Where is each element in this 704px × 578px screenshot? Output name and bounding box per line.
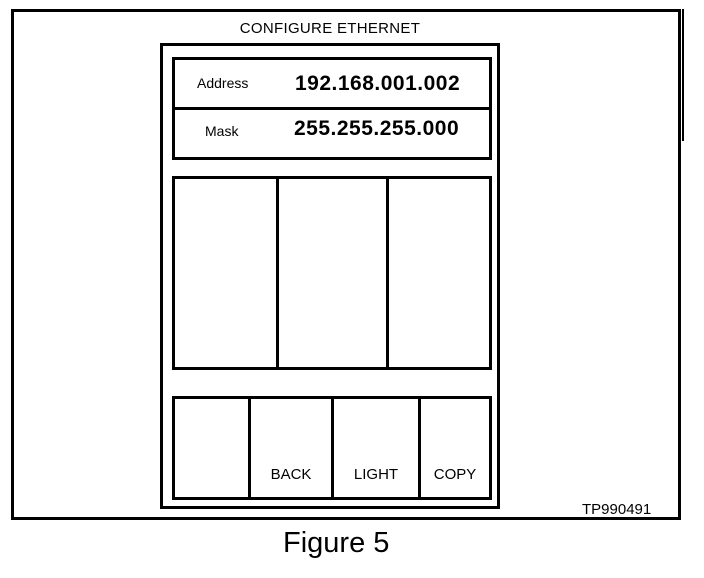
panel-left[interactable] <box>175 179 276 367</box>
panel-divider <box>386 179 389 367</box>
figure-id: TP990491 <box>582 501 652 518</box>
button-divider <box>248 399 251 497</box>
button-divider <box>331 399 334 497</box>
blank-button[interactable] <box>175 399 248 497</box>
panel-right[interactable] <box>389 179 489 367</box>
figure-frame <box>11 9 681 520</box>
panel-divider <box>276 179 279 367</box>
device-screen <box>160 43 500 509</box>
mask-value[interactable]: 255.255.255.000 <box>294 117 460 140</box>
button-divider <box>418 399 421 497</box>
back-button[interactable]: BACK <box>270 466 312 483</box>
light-button[interactable]: LIGHT <box>353 466 399 483</box>
address-value[interactable]: 192.168.001.002 <box>295 72 461 95</box>
panel-group <box>172 176 492 370</box>
soft-button-bar <box>172 396 492 500</box>
panel-center[interactable] <box>279 179 386 367</box>
copy-button[interactable]: COPY <box>433 466 477 483</box>
figure-caption: Figure 5 <box>283 527 390 559</box>
screen-title: CONFIGURE ETHERNET <box>239 20 421 37</box>
address-label: Address <box>197 75 249 91</box>
frame-edge-mark <box>682 9 684 141</box>
mask-label: Mask <box>205 123 239 139</box>
field-divider <box>172 107 492 110</box>
